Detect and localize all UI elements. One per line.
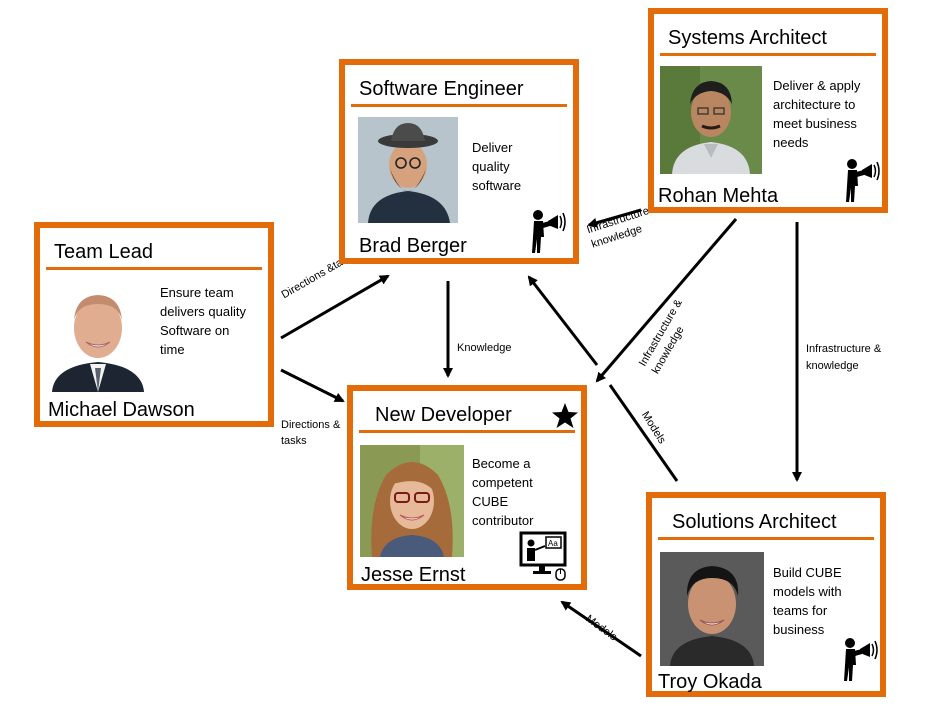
edge-label-teamlead-newdev: Directions & tasks <box>281 417 351 449</box>
card-software-engineer: Software Engineer Deliver quality softwa… <box>339 59 579 264</box>
person-name: Brad Berger <box>359 235 467 257</box>
arrow-systems-to-engineer <box>587 208 642 228</box>
card-systems-architect: Systems Architect Deliver & apply archit… <box>648 8 888 213</box>
megaphone-icon <box>840 156 882 204</box>
role-title: Solutions Architect <box>658 504 874 540</box>
arrow-solutions-to-engineer <box>527 275 599 366</box>
megaphone-icon <box>526 207 568 255</box>
arrow-systems-to-newdev <box>595 218 738 383</box>
edge-label-engineer-newdev: Knowledge <box>457 342 512 354</box>
arrow-solutions-models-stub <box>608 384 679 482</box>
svg-text:Aa: Aa <box>548 539 558 548</box>
edge-label-teamlead-newdev-text: Directions & tasks <box>281 419 341 447</box>
role-description: Become a competent CUBE contributor <box>472 456 534 528</box>
photo-brad-berger <box>358 117 458 223</box>
role-description: Deliver & apply architecture to meet bus… <box>773 78 861 150</box>
role-title: Team Lead <box>46 234 262 270</box>
person-name: Rohan Mehta <box>658 185 779 207</box>
role-description: Deliver quality software <box>472 140 522 193</box>
role-description: Build CUBE models with teams for busines… <box>773 565 842 637</box>
card-team-lead: Team Lead Ensure team delivers quality S… <box>34 222 274 427</box>
person-name: Troy Okada <box>658 671 762 693</box>
card-solutions-architect: Solutions Architect Build CUBE models wi… <box>646 492 886 697</box>
arrow-teamlead-to-engineer <box>280 274 390 340</box>
photo-troy-okada <box>660 552 764 666</box>
role-title: Software Engineer <box>351 71 567 107</box>
role-title: Systems Architect <box>660 20 876 56</box>
person-name: Michael Dawson <box>48 399 195 421</box>
photo-michael-dawson <box>44 280 152 392</box>
megaphone-icon <box>838 635 880 683</box>
photo-rohan-mehta <box>660 66 762 174</box>
edge-label-systems-solutions: Infrastructure & knowledge <box>806 341 906 375</box>
presentation-icon: Aa <box>519 531 569 581</box>
role-description: Ensure team delivers quality Software on… <box>160 285 246 357</box>
star-icon <box>551 402 579 430</box>
edge-label-systems-solutions-text: Infrastructure & knowledge <box>806 343 882 372</box>
arrow-solutions-to-newdev <box>560 600 642 658</box>
role-title: New Developer <box>359 397 575 433</box>
card-new-developer: New Developer Become a competent CUBE co… <box>347 385 587 590</box>
photo-jesse-ernst <box>360 445 464 557</box>
arrow-teamlead-to-newdev <box>280 368 345 403</box>
person-name: Jesse Ernst <box>361 564 466 586</box>
